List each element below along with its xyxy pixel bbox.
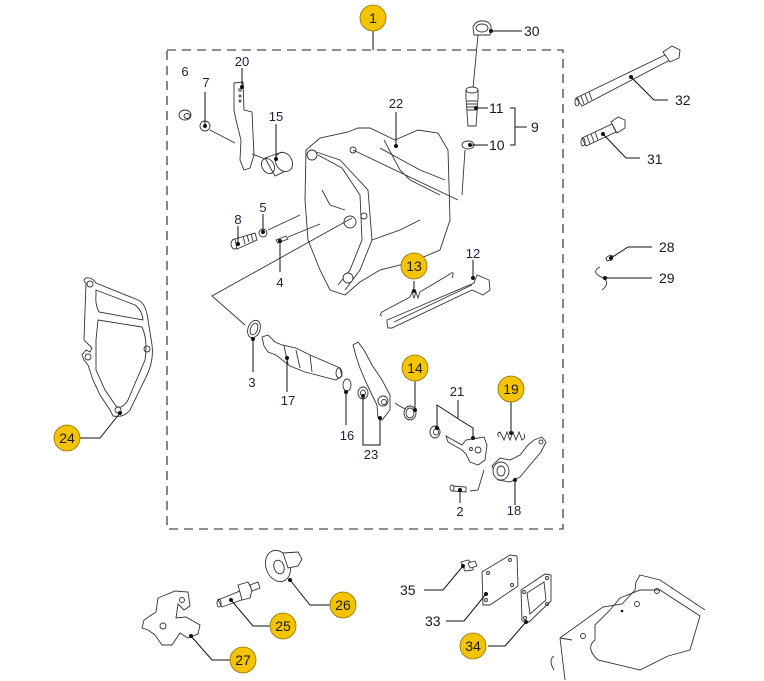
label-2: 2 bbox=[456, 504, 463, 519]
label-10: 10 bbox=[489, 137, 505, 153]
label-12: 12 bbox=[466, 246, 480, 261]
label-15: 15 bbox=[269, 109, 283, 124]
part-16-ring[interactable]: 16 bbox=[340, 378, 354, 443]
part-6-nut[interactable]: 6 bbox=[178, 64, 192, 121]
label-30: 30 bbox=[524, 23, 540, 39]
label-24: 24 bbox=[59, 430, 75, 446]
label-23: 23 bbox=[364, 447, 378, 462]
label-27: 27 bbox=[235, 652, 251, 668]
label-7: 7 bbox=[202, 75, 209, 90]
part-26-bushing[interactable]: 26 bbox=[261, 547, 357, 619]
label-13: 13 bbox=[406, 258, 422, 274]
label-25: 25 bbox=[275, 618, 291, 634]
part-31-bolt[interactable]: 31 bbox=[580, 116, 663, 167]
engine-block-context bbox=[550, 574, 706, 681]
label-11: 11 bbox=[489, 100, 504, 116]
label-5: 5 bbox=[259, 200, 266, 215]
part-10-washer[interactable]: 10 bbox=[461, 137, 505, 196]
part-30-cap[interactable]: 30 bbox=[472, 20, 540, 89]
callout-1[interactable]: 1 bbox=[359, 4, 387, 50]
label-18: 18 bbox=[507, 503, 521, 518]
label-26: 26 bbox=[335, 597, 351, 613]
part-11-plug[interactable]: 11 bbox=[465, 86, 504, 127]
label-35: 35 bbox=[400, 582, 416, 598]
svg-text:1: 1 bbox=[369, 10, 377, 26]
part-35-screw[interactable]: 35 bbox=[400, 559, 478, 598]
label-31: 31 bbox=[647, 151, 663, 167]
part-9-plug-kit[interactable]: 9 bbox=[510, 107, 539, 146]
label-8: 8 bbox=[234, 212, 241, 227]
label-19: 19 bbox=[503, 381, 519, 397]
part-29-spring-clip[interactable]: 29 bbox=[595, 266, 675, 291]
label-33: 33 bbox=[425, 613, 441, 629]
label-21: 21 bbox=[450, 384, 464, 399]
label-22: 22 bbox=[389, 96, 403, 111]
part-23-lever-assembly[interactable]: 23 bbox=[352, 341, 391, 462]
label-16: 16 bbox=[340, 428, 354, 443]
shaft-alignment-line bbox=[211, 217, 353, 326]
part-5-nut[interactable]: 5 bbox=[258, 200, 301, 238]
label-6: 6 bbox=[181, 64, 188, 79]
part-24-gasket[interactable]: 24 bbox=[53, 277, 153, 452]
part-13-spring[interactable]: 13 bbox=[380, 252, 454, 317]
part-32-bolt[interactable]: 32 bbox=[574, 45, 691, 108]
part-22-housing[interactable]: 22 bbox=[304, 96, 459, 296]
part-20-bracket[interactable]: 20 bbox=[233, 54, 269, 171]
label-20: 20 bbox=[235, 54, 249, 69]
part-18-lever[interactable]: 18 bbox=[469, 436, 547, 518]
part-4-pin[interactable]: 4 bbox=[275, 223, 321, 290]
part-28-clip[interactable]: 28 bbox=[605, 239, 675, 262]
part-15-bushing[interactable]: 15 bbox=[259, 109, 296, 177]
part-19-spring[interactable]: 19 bbox=[497, 375, 526, 442]
part-14-spring[interactable]: 14 bbox=[394, 354, 429, 421]
assembly-group-frame bbox=[166, 49, 564, 530]
label-28: 28 bbox=[659, 239, 675, 255]
part-25-stud[interactable]: 25 bbox=[216, 581, 297, 640]
part-2-pin[interactable]: 2 bbox=[449, 484, 467, 519]
label-29: 29 bbox=[659, 270, 675, 286]
label-4: 4 bbox=[276, 275, 283, 290]
label-34: 34 bbox=[465, 638, 481, 654]
part-8-screw[interactable]: 8 bbox=[230, 212, 258, 250]
label-17: 17 bbox=[281, 393, 295, 408]
part-21-lever-assembly[interactable]: 21 bbox=[429, 384, 488, 466]
part-17-shaft[interactable]: 17 bbox=[261, 334, 343, 408]
part-3-ring[interactable]: 3 bbox=[245, 318, 262, 390]
part-12-lever[interactable]: 12 bbox=[386, 246, 491, 329]
part-34-gasket[interactable]: 34 bbox=[459, 573, 552, 660]
label-32: 32 bbox=[675, 92, 691, 108]
part-27-bracket[interactable]: 27 bbox=[141, 590, 257, 674]
part-7-nut[interactable]: 7 bbox=[199, 75, 236, 144]
label-3: 3 bbox=[248, 375, 255, 390]
part-33-cover[interactable]: 33 bbox=[425, 554, 519, 629]
label-9: 9 bbox=[531, 119, 539, 135]
label-14: 14 bbox=[407, 360, 423, 376]
